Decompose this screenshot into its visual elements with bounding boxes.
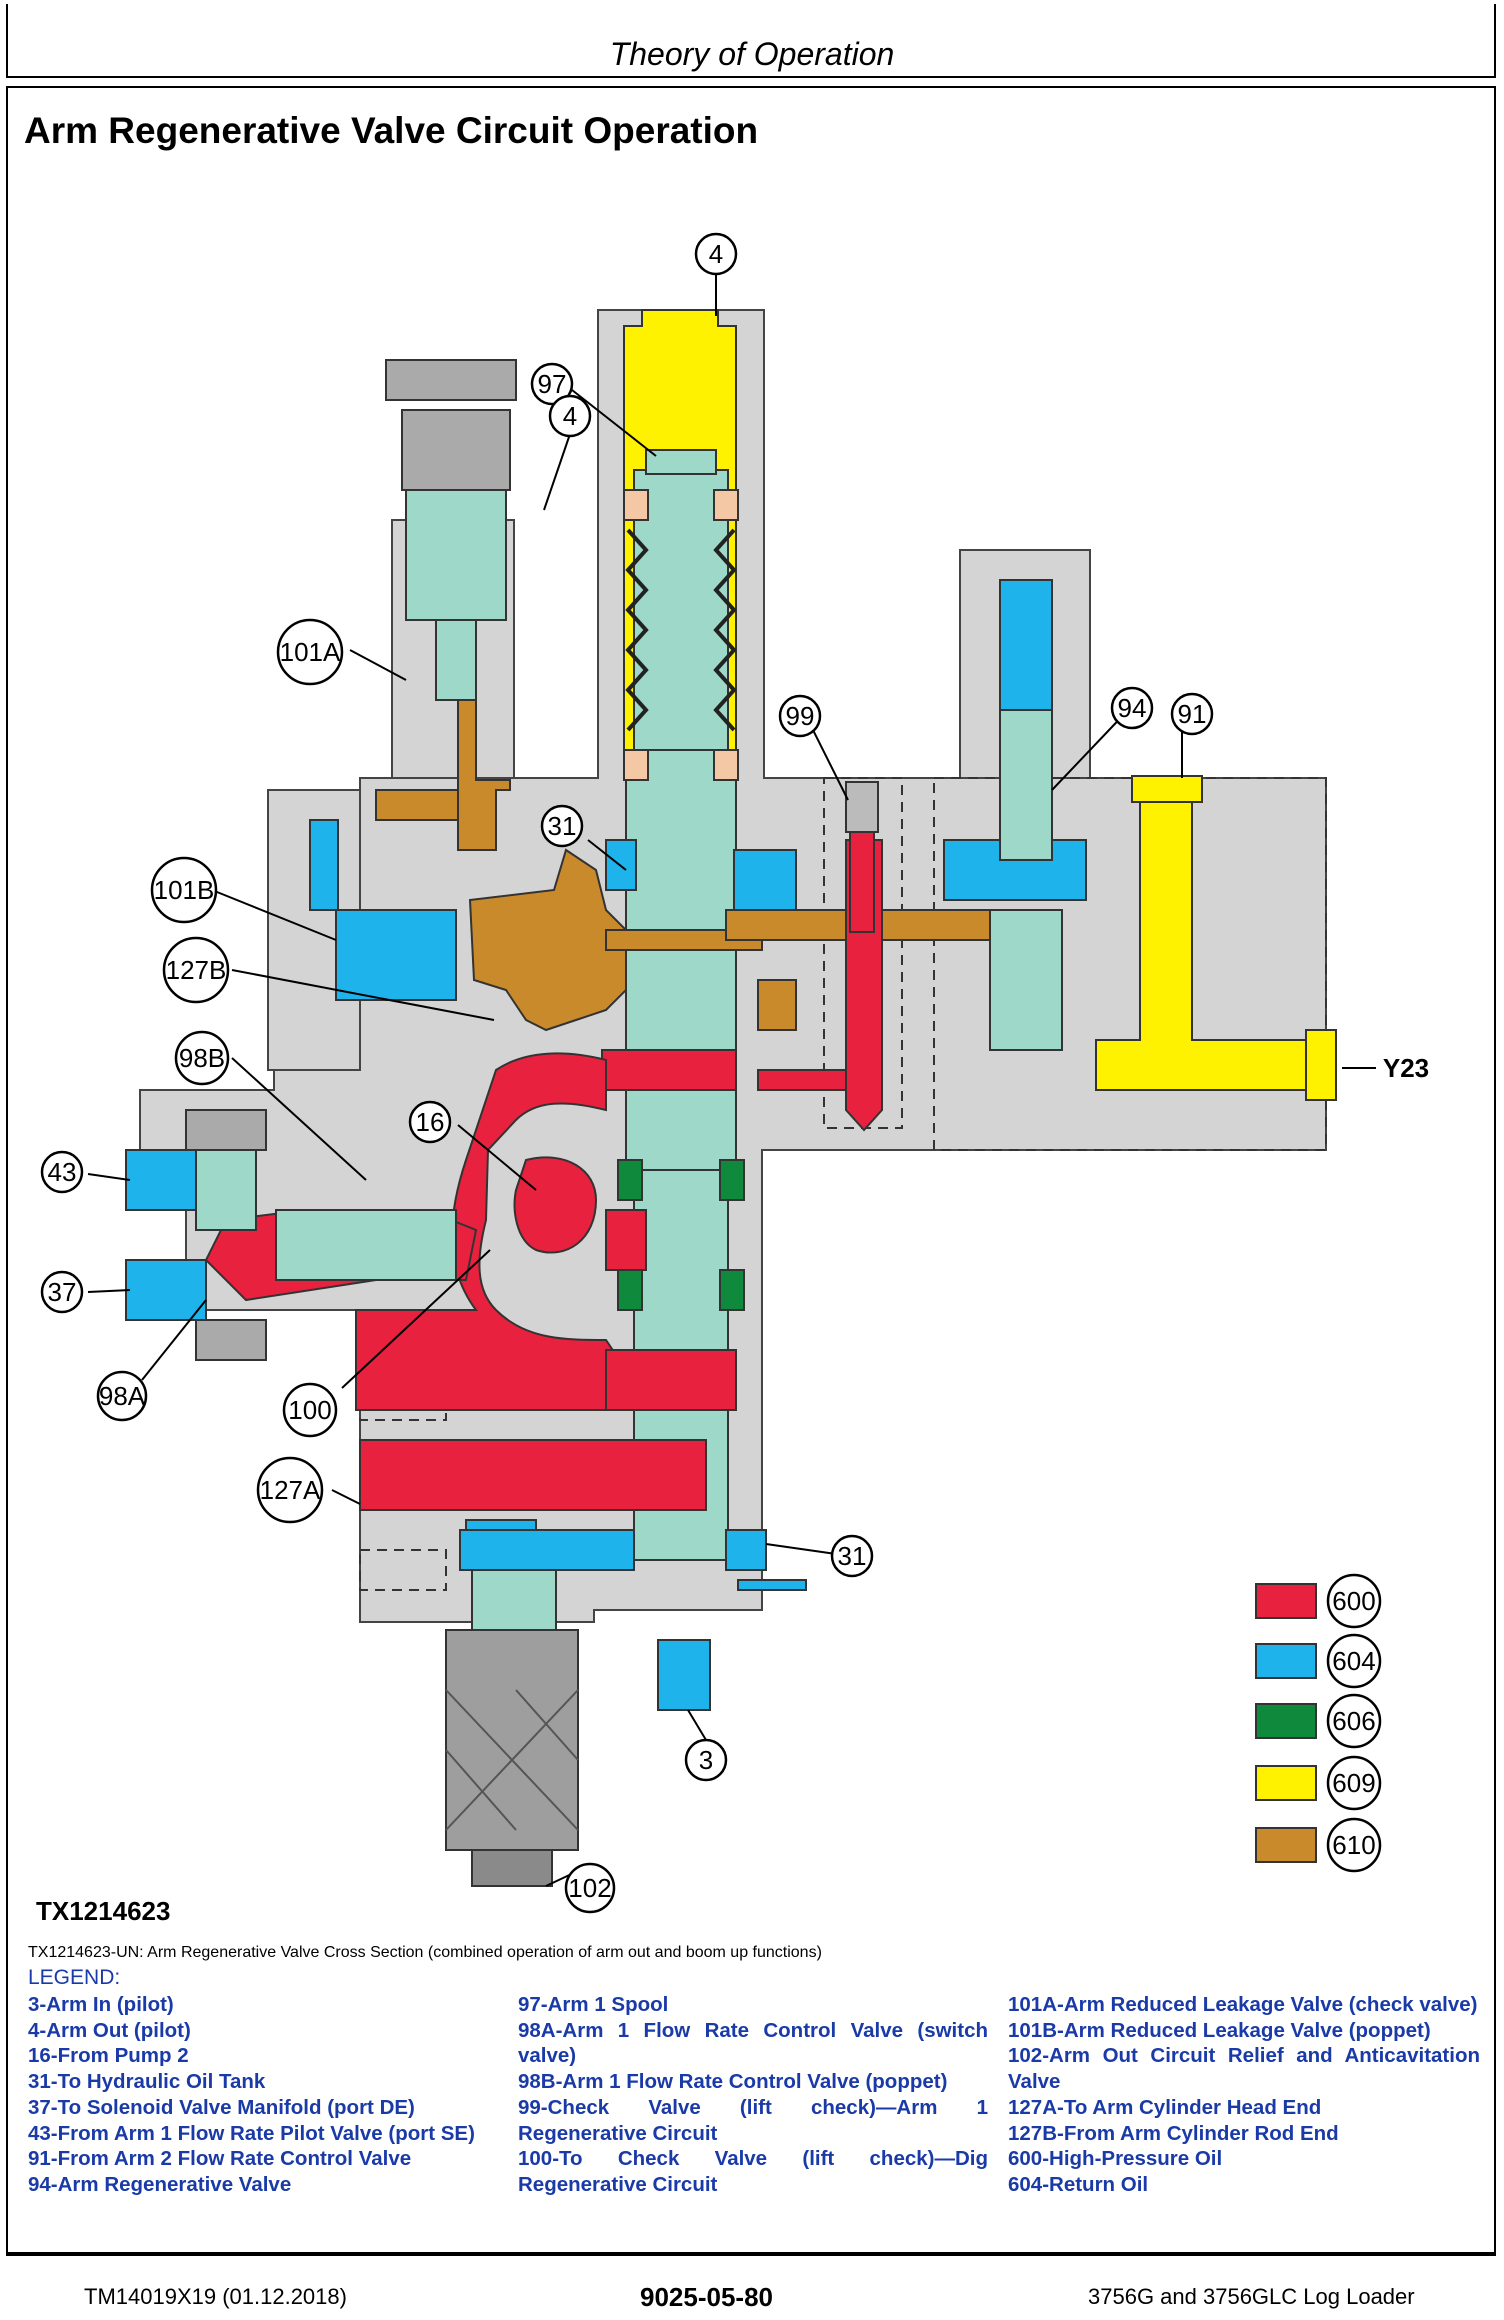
- legend-item: 4-Arm Out (pilot): [28, 2018, 191, 2042]
- reduced-leakage-valve-101a: [385, 359, 517, 701]
- callout-127a: 127A: [260, 1475, 321, 1505]
- legend-item: 91-From Arm 2 Flow Rate Control Valve: [28, 2147, 412, 2171]
- swatch-606: [1255, 1703, 1317, 1739]
- legend-heading: LEGEND:: [28, 1966, 121, 1989]
- footer-divider: [6, 2254, 1496, 2256]
- legend-item: 37-To Solenoid Valve Manifold (port DE): [28, 2095, 415, 2119]
- callout-91: 91: [1178, 699, 1207, 729]
- callout-31-bottom: 31: [838, 1541, 867, 1571]
- callout-98a: 98A: [99, 1381, 146, 1411]
- footer-model: 3756G and 3756GLC Log Loader: [1088, 2284, 1415, 2309]
- legend-item: 101A-Arm Reduced Leakage Valve (check va…: [1008, 1993, 1478, 2016]
- header-frame: [6, 4, 1496, 78]
- key-610: 610: [1332, 1830, 1375, 1860]
- legend-item: 3-Arm In (pilot): [28, 1993, 174, 2016]
- callout-3: 3: [699, 1745, 713, 1775]
- legend-item: 98A-Arm 1 Flow Rate Control Valve (switc…: [518, 2018, 988, 2068]
- spool-spring: [625, 528, 737, 732]
- relief-valve-102: [445, 1569, 579, 1887]
- legend-column-3: 101A-Arm Reduced Leakage Valve (check va…: [1008, 1992, 1480, 2198]
- key-606: 606: [1332, 1706, 1375, 1736]
- legend-item: 99-Check Valve (lift check)—Arm 1 Regene…: [518, 2095, 988, 2145]
- callout-100: 100: [288, 1395, 331, 1425]
- callout-37: 37: [48, 1277, 77, 1307]
- callout-labels: 4 97 4 101A 99 94 91 31 101B 127B 98B 16…: [48, 239, 1430, 1903]
- legend-item: 127A-To Arm Cylinder Head End: [1008, 2095, 1322, 2119]
- legend-item: 600-High-Pressure Oil: [1008, 2147, 1223, 2171]
- callout-4-mid: 4: [563, 401, 577, 431]
- legend-item: 94-Arm Regenerative Valve: [28, 2172, 292, 2196]
- check-valve-99: [845, 781, 879, 933]
- legend-item: 102-Arm Out Circuit Relief and Anticavit…: [1008, 2044, 1480, 2094]
- legend-column-2: 97-Arm 1 Spool 98A-Arm 1 Flow Rate Contr…: [518, 1992, 988, 2198]
- legend-column-1: 3-Arm In (pilot) 4-Arm Out (pilot) 16-Fr…: [28, 1992, 504, 2198]
- figure-caption: TX1214623-UN: Arm Regenerative Valve Cro…: [28, 1944, 822, 1961]
- callout-circles: [40, 232, 1214, 1914]
- swatch-610: [1255, 1827, 1317, 1863]
- footer-page-number: 9025-05-80: [640, 2282, 773, 2312]
- legend-item: 100-To Check Valve (lift check)—Dig Rege…: [518, 2147, 988, 2196]
- section-title: Arm Regenerative Valve Circuit Operation: [24, 110, 759, 151]
- figure-id: TX1214623: [36, 1896, 171, 1926]
- swatch-600: [1255, 1583, 1317, 1619]
- callout-101a: 101A: [280, 637, 341, 667]
- flow-rate-control-valve-98: [185, 1109, 457, 1361]
- key-604: 604: [1332, 1646, 1375, 1676]
- legend-item: 98B-Arm 1 Flow Rate Control Valve (poppe…: [518, 2070, 948, 2094]
- callout-31-top: 31: [548, 811, 577, 841]
- footer-manual-id: TM14019X19 (01.12.2018): [84, 2284, 347, 2309]
- valve-cross-section-diagram: 4 97 4 101A 99 94 91 31 101B 127B 98B 16…: [40, 232, 1430, 1914]
- swatch-609: [1255, 1765, 1317, 1801]
- color-key: 600 604 606 609 610: [1255, 1573, 1382, 1873]
- spool-spring-seats: [623, 489, 739, 781]
- green-oil: [617, 1159, 745, 1311]
- legend-item: 127B-From Arm Cylinder Rod End: [1008, 2121, 1339, 2145]
- legend-item: 101B-Arm Reduced Leakage Valve (poppet): [1008, 2018, 1431, 2042]
- callout-43: 43: [48, 1157, 77, 1187]
- callout-94: 94: [1118, 693, 1147, 723]
- callout-101b: 101B: [154, 875, 215, 905]
- arm-regenerative-valve-94: [989, 709, 1063, 1051]
- legend-item: 16-From Pump 2: [28, 2044, 189, 2068]
- callout-99: 99: [786, 701, 815, 731]
- page-header-title: Theory of Operation: [609, 36, 895, 72]
- legend-item: 604-Return Oil: [1008, 2172, 1149, 2196]
- key-600: 600: [1332, 1586, 1375, 1616]
- key-609: 609: [1332, 1768, 1375, 1798]
- figure-frame: [6, 86, 1496, 2254]
- callout-98b: 98B: [179, 1043, 225, 1073]
- swatch-604: [1255, 1643, 1317, 1679]
- callout-97: 97: [538, 369, 567, 399]
- callout-16: 16: [416, 1107, 445, 1137]
- callout-102: 102: [568, 1873, 611, 1903]
- legend-item: 97-Arm 1 Spool: [518, 1993, 669, 2016]
- callout-y23: Y23: [1383, 1053, 1429, 1083]
- legend-item: 31-To Hydraulic Oil Tank: [28, 2070, 266, 2094]
- legend-item: 43-From Arm 1 Flow Rate Pilot Valve (por…: [28, 2121, 475, 2145]
- callout-127b: 127B: [166, 955, 227, 985]
- callout-4-top: 4: [709, 239, 723, 269]
